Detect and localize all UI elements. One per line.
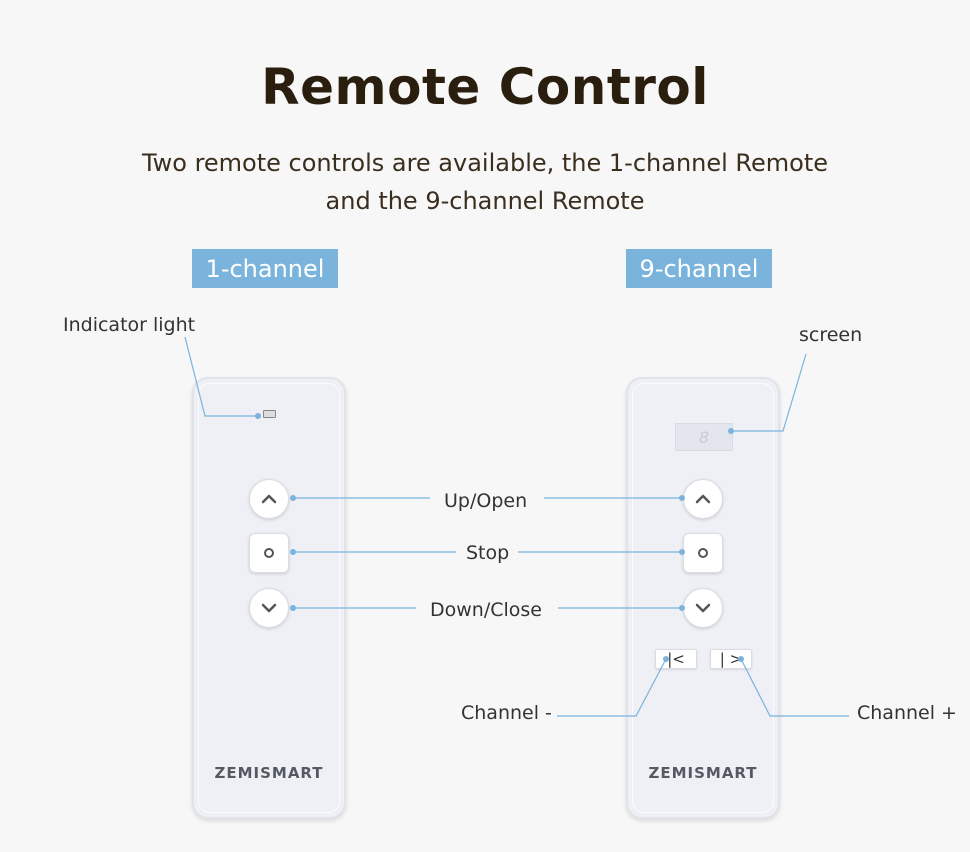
remote-1-channel: ZEMISMART (192, 377, 346, 819)
chevron-down-icon (695, 603, 711, 613)
label-indicator-light: Indicator light (63, 314, 196, 336)
page-title: Remote Control (261, 58, 709, 116)
brand-logo: ZEMISMART (648, 764, 758, 782)
chevron-up-icon (261, 494, 277, 504)
label-stop: Stop (466, 542, 510, 564)
down-button-9ch[interactable] (683, 588, 723, 628)
channel-minus-button[interactable]: |< (655, 649, 697, 669)
label-channel-plus: Channel + (857, 702, 957, 724)
up-button-9ch[interactable] (683, 479, 723, 519)
down-button-1ch[interactable] (249, 588, 289, 628)
label-channel-minus: Channel - (461, 702, 552, 724)
label-down-close: Down/Close (430, 599, 542, 621)
channel-plus-button[interactable]: | > (710, 649, 752, 669)
indicator-light-icon (263, 410, 276, 418)
tag-9-channel: 9-channel (626, 249, 772, 288)
chevron-down-icon (261, 603, 277, 613)
circle-stop-icon (264, 548, 274, 558)
tag-1-channel: 1-channel (192, 249, 338, 288)
page-subtitle: Two remote controls are available, the 1… (141, 149, 829, 215)
stop-button-1ch[interactable] (249, 533, 289, 573)
chevron-up-icon (695, 494, 711, 504)
channel-screen: 8 (675, 423, 733, 451)
label-up-open: Up/Open (444, 490, 528, 512)
circle-stop-icon (698, 548, 708, 558)
brand-logo: ZEMISMART (214, 764, 324, 782)
up-button-1ch[interactable] (249, 479, 289, 519)
label-screen: screen (799, 324, 863, 346)
stop-button-9ch[interactable] (683, 533, 723, 573)
